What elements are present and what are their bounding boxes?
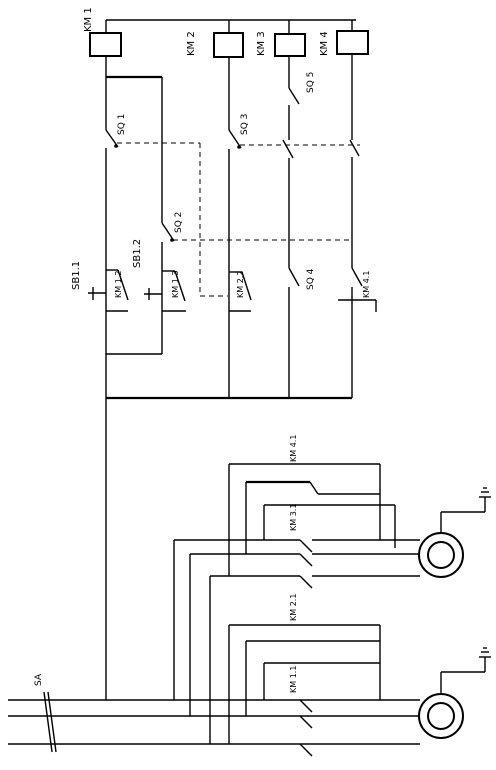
label-sq3: SQ 3	[240, 114, 250, 135]
label-km4: KM 4	[319, 31, 330, 56]
coil-km2	[213, 32, 244, 58]
label-km21: KM 2.1	[289, 594, 298, 621]
label-sq1: SQ 1	[117, 114, 127, 135]
label-sb11: SB1.1	[71, 261, 82, 290]
label-km41-control: KM 4.1	[362, 271, 371, 298]
label-sq5: SQ 5	[306, 72, 316, 93]
label-sb12: SB1.2	[132, 239, 143, 268]
label-km22: KM 2.2	[236, 271, 245, 298]
label-km12: KM 1.2	[114, 271, 123, 298]
label-km11: KM 1.1	[289, 666, 298, 693]
label-sq2: SQ 2	[174, 212, 184, 233]
label-km3: KM 3	[256, 31, 267, 56]
label-km31: KM 3.1	[289, 504, 298, 531]
coil-km3	[274, 33, 306, 57]
label-km1: KM 1	[83, 7, 94, 32]
label-sq4: SQ 4	[306, 268, 316, 290]
label-sa: SA	[34, 673, 44, 686]
label-km2: KM 2	[186, 31, 197, 56]
labels: KM 1 KM 2 KM 3 KM 4 SQ 5 SQ 1 SQ 3 SQ 2 …	[34, 7, 371, 693]
motor-1-inner	[427, 702, 455, 730]
label-km41-power: KM 4.1	[289, 435, 298, 462]
coil-km1	[89, 32, 122, 57]
label-km13: KM 1.3	[171, 271, 180, 298]
control-circuit	[88, 19, 377, 400]
motor-2-inner	[427, 541, 455, 569]
power-circuit	[8, 463, 491, 757]
coil-km4	[336, 30, 369, 55]
